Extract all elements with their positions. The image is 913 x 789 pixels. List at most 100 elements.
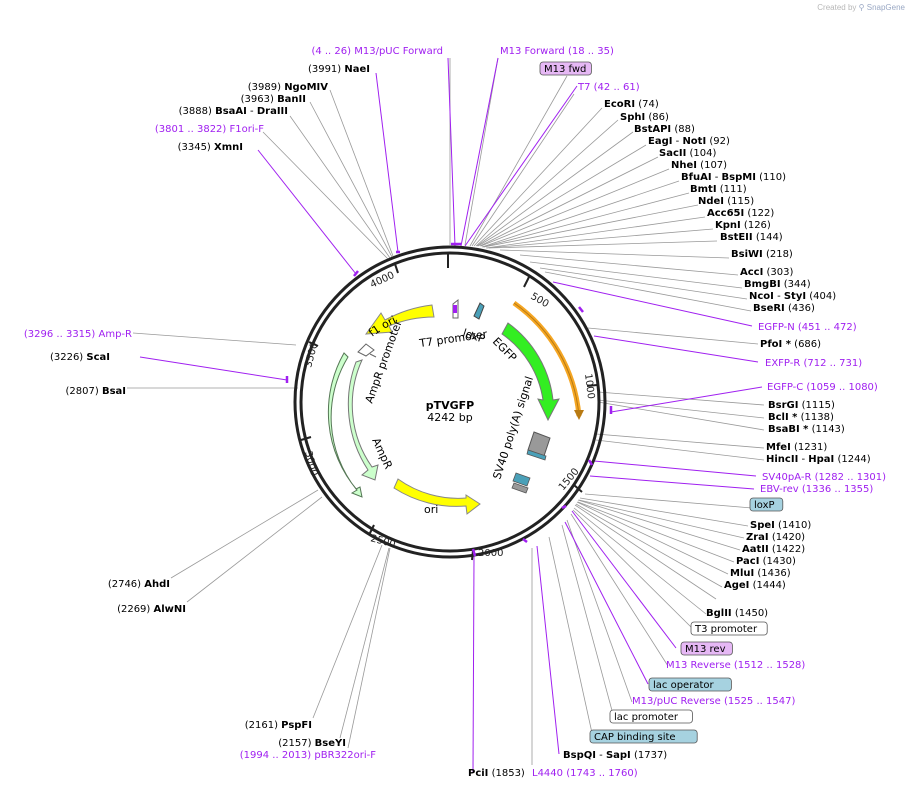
primer-sv40pa-r[interactable]: SV40pA-R (1282 .. 1301): [762, 472, 886, 483]
site-bseyi[interactable]: (2157) BseYI: [278, 738, 346, 749]
primer-m13-reverse[interactable]: M13 Reverse (1512 .. 1528): [666, 660, 805, 671]
site-name: BsrGI: [768, 400, 798, 411]
site-bstapi[interactable]: BstAPI (88): [634, 124, 695, 135]
primer-marks: [285, 242, 613, 557]
site-box-label: lac promoter: [614, 712, 679, 723]
site-name: BfuAI: [681, 172, 712, 183]
site-alwni[interactable]: (2269) AlwNI: [117, 604, 186, 615]
plasmid-name: pTVGFP: [426, 399, 475, 412]
site-name: MluI: [730, 568, 754, 579]
site-sacii[interactable]: SacII (104): [659, 148, 716, 159]
primer-ebv-rev[interactable]: EBV-rev (1336 .. 1355): [760, 484, 873, 495]
primer-pbr322ori-f[interactable]: (1994 .. 2013) pBR322ori-F: [240, 750, 376, 761]
site-bsrgi[interactable]: BsrGI (1115): [768, 400, 835, 411]
site-bsaai[interactable]: (3888) BsaAI - DraIII: [179, 106, 288, 117]
site-zrai[interactable]: ZraI (1420): [746, 532, 805, 543]
site-box-cap-binding-site[interactable]: CAP binding site: [589, 729, 698, 744]
site-position: (303): [763, 267, 793, 278]
primer-range: (1512 .. 1528): [734, 660, 806, 671]
site-box-m13-fwd[interactable]: M13 fwd: [539, 61, 592, 76]
feature-label-sv40: SV40 poly(A) signal: [490, 375, 536, 481]
site-ahdi[interactable]: (2746) AhdI: [108, 579, 170, 590]
site-name: BsaBI *: [768, 424, 809, 435]
site-labels: (4 .. 26) M13/pUC Forward M13 Forward (18…: [24, 46, 886, 779]
primer-range: (1282 .. 1301): [815, 472, 887, 483]
site-box-m13-rev[interactable]: M13 rev: [680, 641, 733, 656]
site-paci[interactable]: PacI (1430): [736, 556, 796, 567]
site-position: (2807): [66, 386, 102, 397]
site-position: (104): [686, 148, 716, 159]
site-bsteii[interactable]: BstEII (144): [720, 232, 783, 243]
primer-m13-puc-reverse[interactable]: M13/pUC Reverse (1525 .. 1547): [632, 696, 795, 707]
site-mlui[interactable]: MluI (1436): [730, 568, 791, 579]
primer-f1ori-f[interactable]: (3801 .. 3822) F1ori-F: [155, 124, 264, 135]
site-box-t3-promoter[interactable]: T3 promoter: [690, 621, 768, 636]
site-name: BstAPI: [634, 124, 671, 135]
site-mfei[interactable]: MfeI (1231): [766, 442, 827, 453]
site-name-2: NotI: [682, 136, 706, 147]
site-name: BanII: [277, 94, 306, 105]
site-bsai[interactable]: (2807) BsaI: [66, 386, 126, 397]
site-nhei[interactable]: NheI (107): [671, 160, 727, 171]
primer-exfp-r[interactable]: EXFP-R (712 .. 731): [765, 358, 862, 369]
site-box-loxp[interactable]: loxP: [749, 497, 784, 512]
site-name: EagI: [648, 136, 672, 147]
site-bsiwi[interactable]: BsiWI (218): [731, 249, 793, 260]
primer-t7[interactable]: T7 (42 .. 61): [577, 82, 640, 93]
site-sphi[interactable]: SphI (86): [620, 112, 669, 123]
site-box-lac-operator[interactable]: lac operator: [648, 677, 732, 692]
primer-name: Amp-R: [99, 329, 133, 340]
site-bspqi[interactable]: BspQI - SapI (1737): [563, 750, 667, 761]
site-banii[interactable]: (3963) BanII: [241, 94, 306, 105]
site-position: (2157): [278, 738, 314, 749]
tick-label-1000: 1000: [582, 373, 596, 400]
site-kpni[interactable]: KpnI (126): [715, 220, 771, 231]
primer-m13-puc-forward[interactable]: (4 .. 26) M13/pUC Forward: [311, 46, 443, 57]
site-scai[interactable]: (3226) ScaI: [50, 352, 110, 363]
site-bmgbi[interactable]: BmgBI (344): [744, 279, 811, 290]
site-acc65i[interactable]: Acc65I (122): [707, 208, 774, 219]
site-spei[interactable]: SpeI (1410): [750, 520, 811, 531]
site-bseri[interactable]: BseRI (436): [753, 303, 815, 314]
primer-name: L4440: [532, 768, 566, 779]
site-bcli[interactable]: BclI * (1138): [768, 412, 834, 423]
primer-l4440[interactable]: L4440 (1743 .. 1760): [532, 768, 638, 779]
site-box-lac-promoter[interactable]: lac promoter: [609, 709, 693, 724]
site-name-2: HpaI: [808, 454, 834, 465]
site-bmti[interactable]: BmtI (111): [690, 184, 747, 195]
tick-label-3000: 3000: [302, 450, 319, 477]
site-pcii[interactable]: PciI (1853): [468, 768, 525, 779]
site-position: (1444): [749, 580, 786, 591]
feature-loxp[interactable]: loxP: [461, 302, 487, 346]
site-position: (1231): [791, 442, 828, 453]
site-box-label: CAP binding site: [594, 732, 676, 743]
primer-egfp-c[interactable]: EGFP-C (1059 .. 1080): [767, 382, 878, 393]
primer-name: SV40pA-R: [762, 472, 815, 483]
site-hincii[interactable]: HincII - HpaI (1244): [766, 454, 871, 465]
primer-egfp-n[interactable]: EGFP-N (451 .. 472): [758, 322, 857, 333]
site-ndei[interactable]: NdeI (115): [698, 196, 754, 207]
site-position: (92): [706, 136, 730, 147]
site-pspfi[interactable]: (2161) PspFI: [245, 720, 312, 731]
primer-amp-r[interactable]: (3296 .. 3315) Amp-R: [24, 329, 132, 340]
site-aatii[interactable]: AatII (1422): [742, 544, 805, 555]
plasmid-size: 4242 bp: [427, 411, 472, 424]
site-agei[interactable]: AgeI (1444): [724, 580, 786, 591]
site-name: BseYI: [315, 738, 346, 749]
site-box-label: M13 rev: [685, 644, 726, 655]
site-ecori[interactable]: EcoRI (74): [604, 99, 659, 110]
site-ncoi[interactable]: NcoI - StyI (404): [749, 291, 836, 302]
site-bfuai[interactable]: BfuAI - BspMI (110): [681, 172, 786, 183]
site-bglii[interactable]: BglII (1450): [706, 608, 768, 619]
primer-m13-forward[interactable]: M13 Forward (18 .. 35): [500, 46, 614, 57]
site-acci[interactable]: AccI (303): [740, 267, 793, 278]
site-ngomiv[interactable]: (3989) NgoMIV: [248, 82, 329, 93]
credit-text: Created by: [817, 3, 857, 12]
feature-ori[interactable]: ori: [393, 478, 481, 516]
site-box-label: loxP: [754, 500, 775, 511]
site-pfoi[interactable]: PfoI * (686): [760, 339, 821, 350]
site-naei[interactable]: (3991) NaeI: [308, 64, 370, 75]
site-xmni[interactable]: (3345) XmnI: [178, 142, 243, 153]
site-bsabi[interactable]: BsaBI * (1143): [768, 424, 845, 435]
site-eagi[interactable]: EagI - NotI (92): [648, 136, 730, 147]
